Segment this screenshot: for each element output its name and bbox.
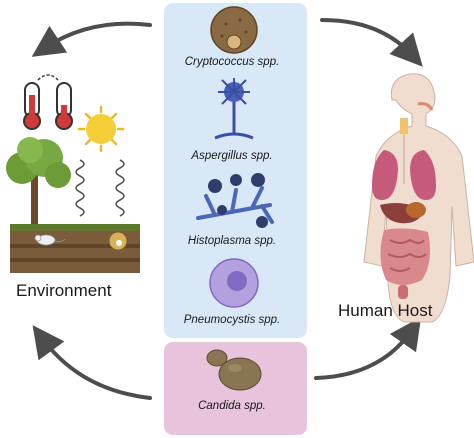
histoplasma-hyphae-icon: [196, 173, 274, 228]
organism-label-pneumocystis: Pneumocystis spp.: [183, 314, 281, 326]
blue-panel: [164, 3, 307, 338]
organism-label-aspergillus: Aspergillus spp.: [191, 150, 273, 162]
spring-icon: [75, 159, 125, 217]
candida-yeast-icon: [206, 349, 262, 391]
human-body-icon: [363, 73, 474, 323]
sun-icon: [77, 105, 125, 153]
cryptococcus-soil-icon: [108, 231, 128, 251]
thermometer-icon: [23, 74, 73, 130]
organism-label-cryptococcus: Cryptococcus spp.: [184, 56, 280, 68]
aspergillus-conidiophore-icon: [214, 78, 254, 140]
organism-label-candida: Candida spp.: [198, 400, 266, 412]
organism-label-histoplasma: Histoplasma spp.: [187, 235, 277, 247]
mouse-icon: [34, 234, 66, 246]
pneumocystis-cell-icon: [209, 258, 259, 308]
human-host-label: Human Host: [338, 301, 433, 320]
environment-label: Environment: [16, 281, 112, 300]
cycle-arrow-icon: [31, 18, 423, 400]
tree-icon: [6, 137, 71, 227]
soil-icon: [10, 224, 140, 273]
cryptococcus-cell-icon: [210, 6, 258, 54]
